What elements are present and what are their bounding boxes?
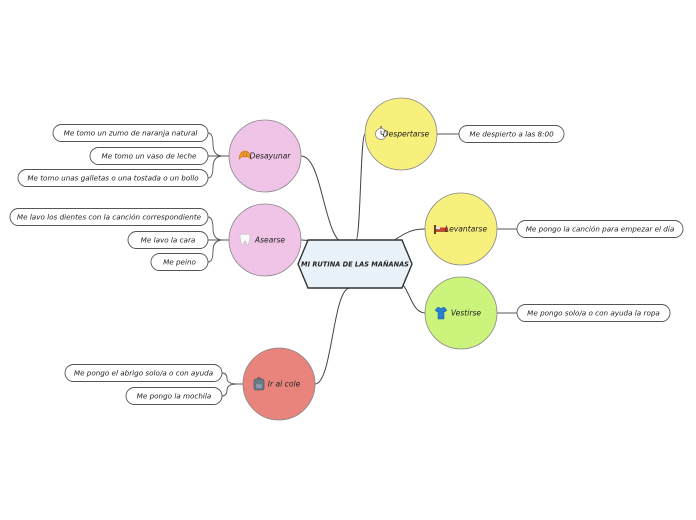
leaf-desayunar-0[interactable]: Me tomo un zumo de naranja natural	[52, 124, 209, 142]
leaf-box	[125, 387, 223, 405]
topic-ir-al-cole-circle	[242, 347, 316, 421]
topic-vestirse-label: Vestirse	[451, 309, 482, 318]
leaf-desayunar-2[interactable]: Me tomo unas galletas o una tostada o un…	[17, 169, 209, 187]
connector-center-despertarse	[355, 133, 366, 241]
leaf-box	[64, 364, 223, 382]
topic-desayunar-label: Desayunar	[249, 152, 291, 161]
leaf-box	[516, 220, 684, 238]
connector-ir-al-cole-leaf-0	[221, 372, 243, 385]
topic-ir-al-cole-label: Ir al cole	[268, 380, 301, 389]
leaf-label: Me pongo la canción para empezar el día	[526, 225, 675, 234]
topic-asearse-circle	[228, 203, 302, 277]
nodes: MI RUTINA DE LAS MAÑANAS Desayunar Me tomo…	[9, 97, 684, 421]
leaf-asearse-1[interactable]: Me lavo la cara	[127, 231, 209, 249]
topic-despertarse-circle	[364, 97, 438, 171]
leaf-ir-al-cole-1[interactable]: Me pongo la mochila	[125, 387, 223, 405]
shirt-icon	[434, 306, 448, 320]
topic-desayunar-circle	[228, 119, 302, 193]
topic-vestirse-circle	[424, 276, 498, 350]
leaf-desayunar-1[interactable]: Me tomo un vaso de leche	[89, 147, 209, 165]
connector-center-ir-al-cole	[314, 287, 351, 385]
bed-icon	[434, 225, 448, 234]
tooth-icon	[239, 233, 251, 246]
leaf-label: Me pongo el abrigo solo/a o con ayuda	[74, 369, 213, 378]
central-topic-label: MI RUTINA DE LAS MAÑANAS	[301, 260, 409, 269]
leaf-asearse-0[interactable]: Me lavo los dientes con la canción corre…	[9, 208, 209, 226]
central-topic[interactable]: MI RUTINA DE LAS MAÑANAS	[297, 239, 413, 289]
leaf-label: Me lavo la cara	[141, 236, 196, 245]
topic-desayunar[interactable]: Desayunar	[228, 119, 302, 193]
leaf-vestirse-0[interactable]: Me pongo solo/a o con ayuda la ropa	[516, 304, 671, 322]
leaf-label: Me tomo un vaso de leche	[102, 152, 197, 161]
leaf-ir-al-cole-0[interactable]: Me pongo el abrigo solo/a o con ayuda	[64, 364, 223, 382]
connector-desayunar-leaf-0	[207, 132, 229, 157]
leaf-label: Me peino	[163, 258, 196, 267]
connector-ir-al-cole-leaf-1	[221, 383, 243, 397]
topic-despertarse-label: Despertarse	[383, 130, 430, 139]
clock-icon	[375, 126, 387, 140]
topic-ir-al-cole[interactable]: Ir al cole	[242, 347, 316, 421]
leaf-label: Me despierto a las 8:00	[469, 130, 554, 139]
leaf-label: Me pongo la mochila	[137, 392, 212, 401]
topic-asearse-label: Asearse	[254, 236, 286, 245]
leaf-box	[9, 208, 209, 226]
leaf-box	[150, 253, 209, 271]
leaf-label: Me tomo unas galletas o una tostada o un…	[27, 174, 199, 183]
topic-levantarse-circle	[424, 192, 498, 266]
topic-vestirse[interactable]: Vestirse	[424, 276, 498, 350]
topic-despertarse[interactable]: Despertarse	[364, 97, 438, 171]
leaf-box	[52, 124, 209, 142]
topic-levantarse-label: Levantarse	[445, 225, 488, 234]
connector-center-desayunar	[300, 155, 347, 245]
leaf-box	[17, 169, 209, 187]
backpack-icon	[253, 377, 265, 391]
leaf-label: Me tomo un zumo de naranja natural	[64, 129, 198, 138]
leaf-despertarse-0[interactable]: Me despierto a las 8:00	[458, 125, 565, 143]
leaf-box	[458, 125, 565, 143]
connector-asearse-leaf-0	[207, 216, 229, 241]
leaf-box	[516, 304, 671, 322]
central-topic-shape	[297, 239, 413, 289]
leaf-label: Me lavo los dientes con la canción corre…	[17, 213, 202, 222]
topic-asearse[interactable]: Asearse	[228, 203, 302, 277]
connector-desayunar-leaf-2	[207, 155, 229, 179]
leaf-label: Me pongo solo/a o con ayuda la ropa	[527, 309, 660, 318]
leaf-levantarse-0[interactable]: Me pongo la canción para empezar el día	[516, 220, 684, 238]
connector-asearse-leaf-2	[207, 239, 229, 263]
croissant-icon	[238, 150, 252, 160]
leaf-box	[127, 231, 209, 249]
leaf-asearse-2[interactable]: Me peino	[150, 253, 209, 271]
topic-levantarse[interactable]: Levantarse	[424, 192, 498, 266]
leaf-box	[89, 147, 209, 165]
